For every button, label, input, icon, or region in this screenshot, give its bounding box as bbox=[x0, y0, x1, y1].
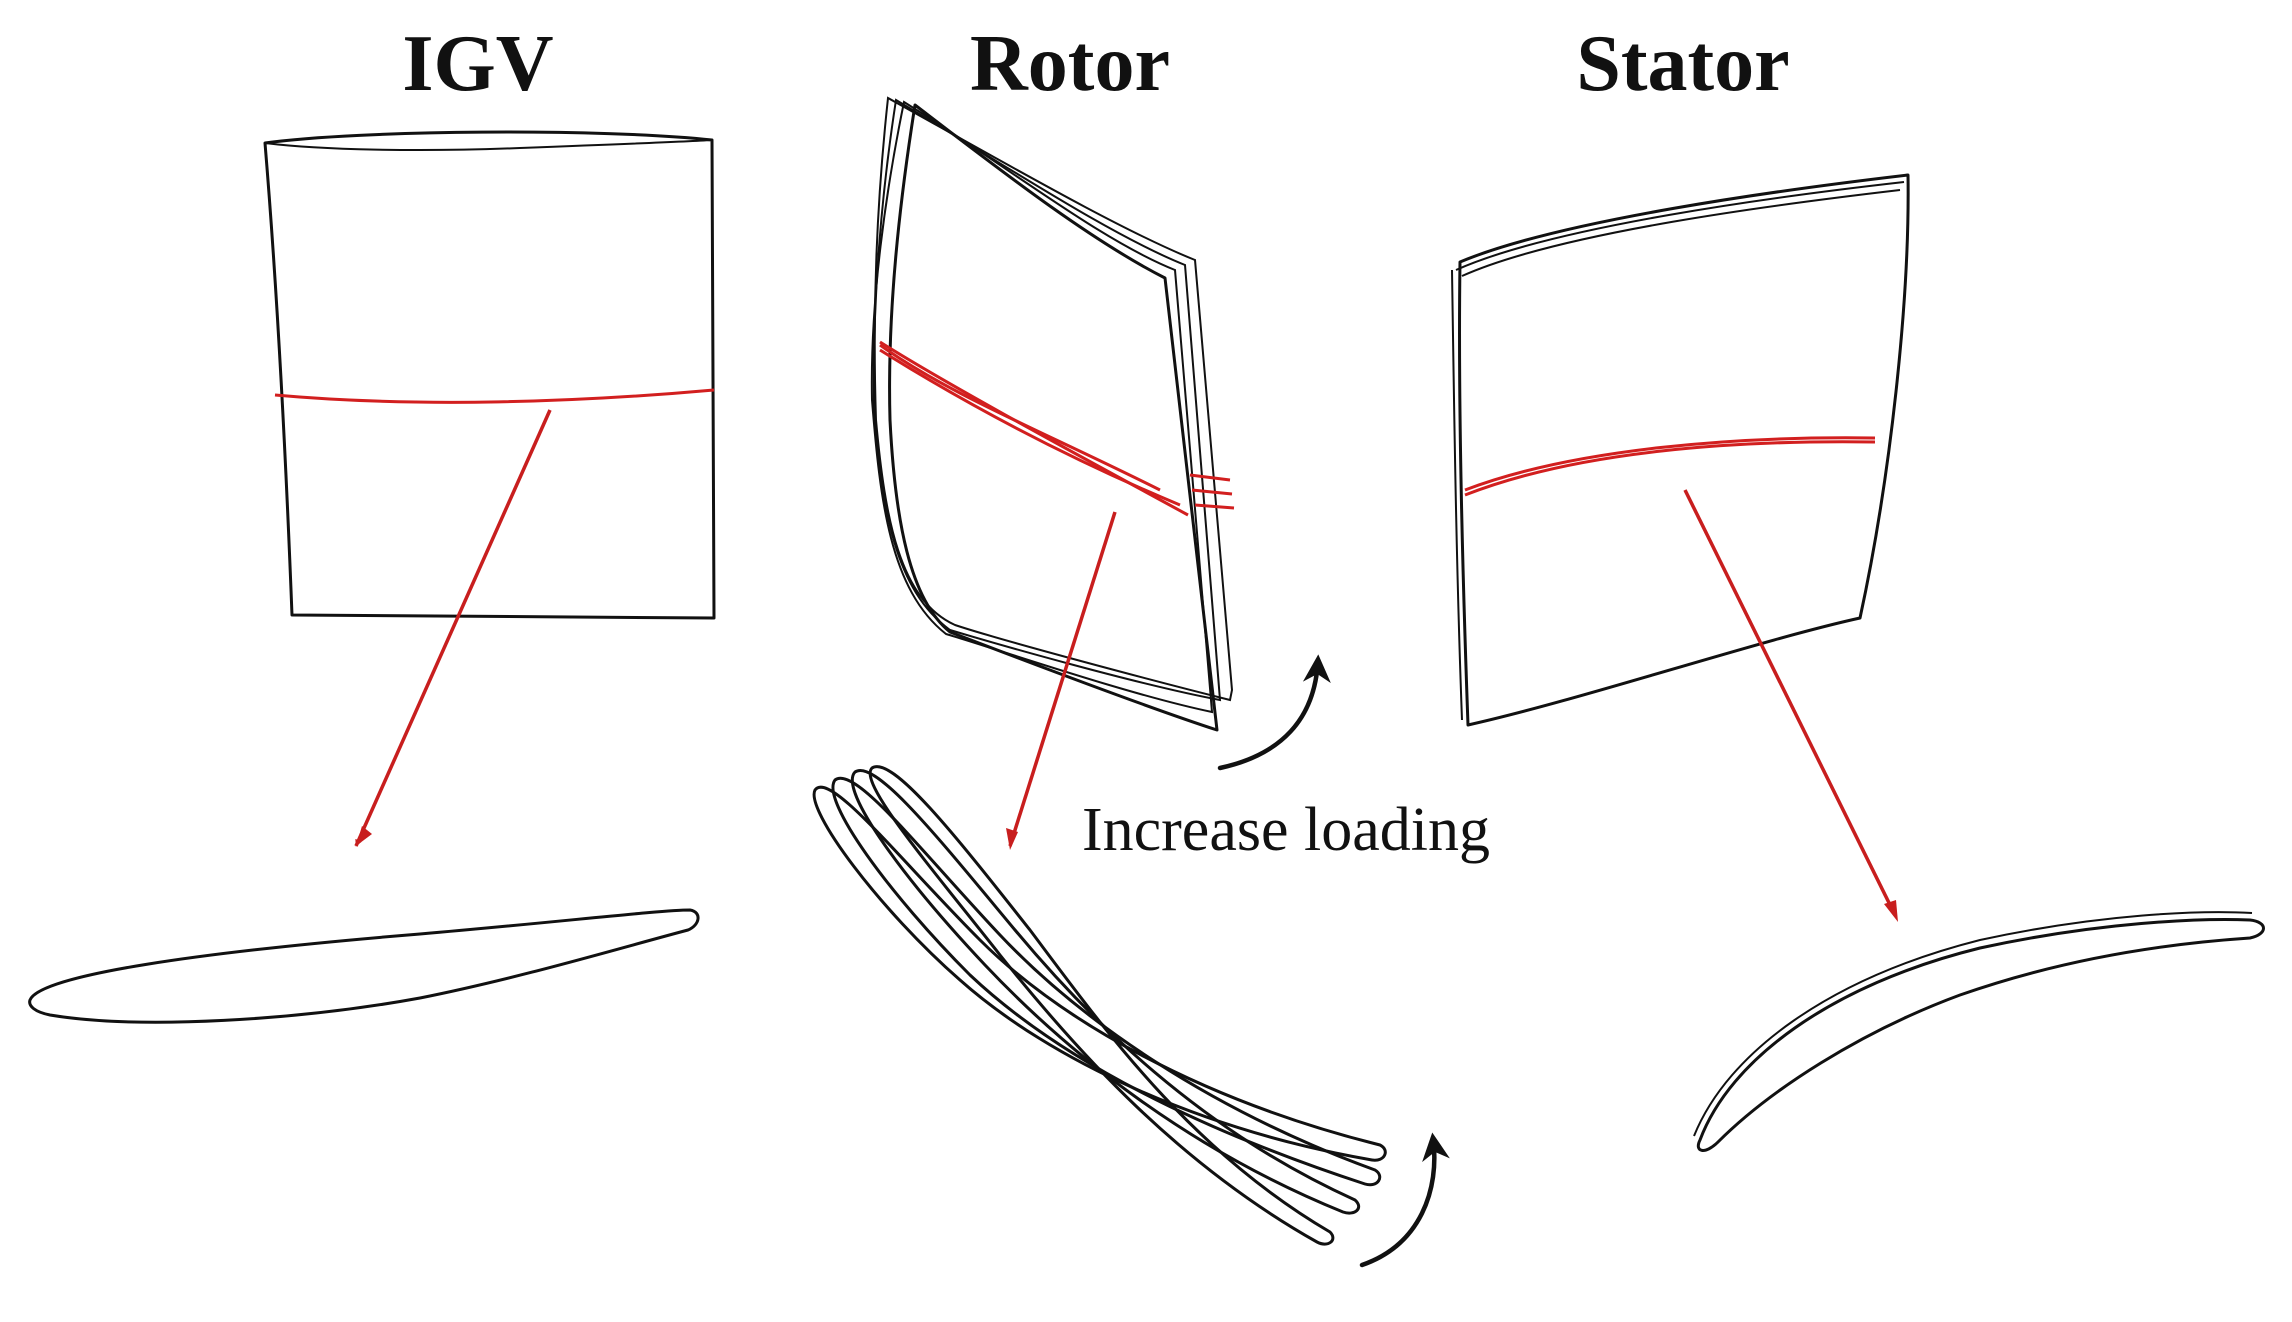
igv-title: IGV bbox=[402, 20, 553, 108]
igv-airfoil-profile bbox=[28, 908, 700, 1024]
rotor-blade-stack-3d bbox=[870, 96, 1235, 732]
igv-blade-3d bbox=[263, 130, 716, 620]
igv-section-arrow bbox=[354, 409, 552, 847]
increase-loading-label: Increase loading bbox=[1082, 796, 1490, 864]
loading-arrow-lower bbox=[1359, 1132, 1450, 1268]
stator-section-arrow bbox=[1683, 489, 1897, 916]
stator-blade-3d bbox=[1451, 173, 1910, 727]
stator-section-line bbox=[1464, 440, 1876, 497]
rotor-airfoil-profiles bbox=[812, 765, 1387, 1246]
rotor-title: Rotor bbox=[970, 20, 1170, 108]
stator-airfoil-profile bbox=[1693, 911, 2265, 1152]
stator-arrowhead bbox=[1884, 900, 1898, 922]
loading-arrow-upper bbox=[1217, 654, 1331, 771]
rotor-arrowhead bbox=[1006, 828, 1018, 850]
igv-section-line bbox=[274, 388, 715, 404]
igv-arrowhead bbox=[356, 826, 372, 846]
rotor-section-arrow bbox=[1008, 511, 1117, 847]
stator-title: Stator bbox=[1576, 20, 1789, 108]
